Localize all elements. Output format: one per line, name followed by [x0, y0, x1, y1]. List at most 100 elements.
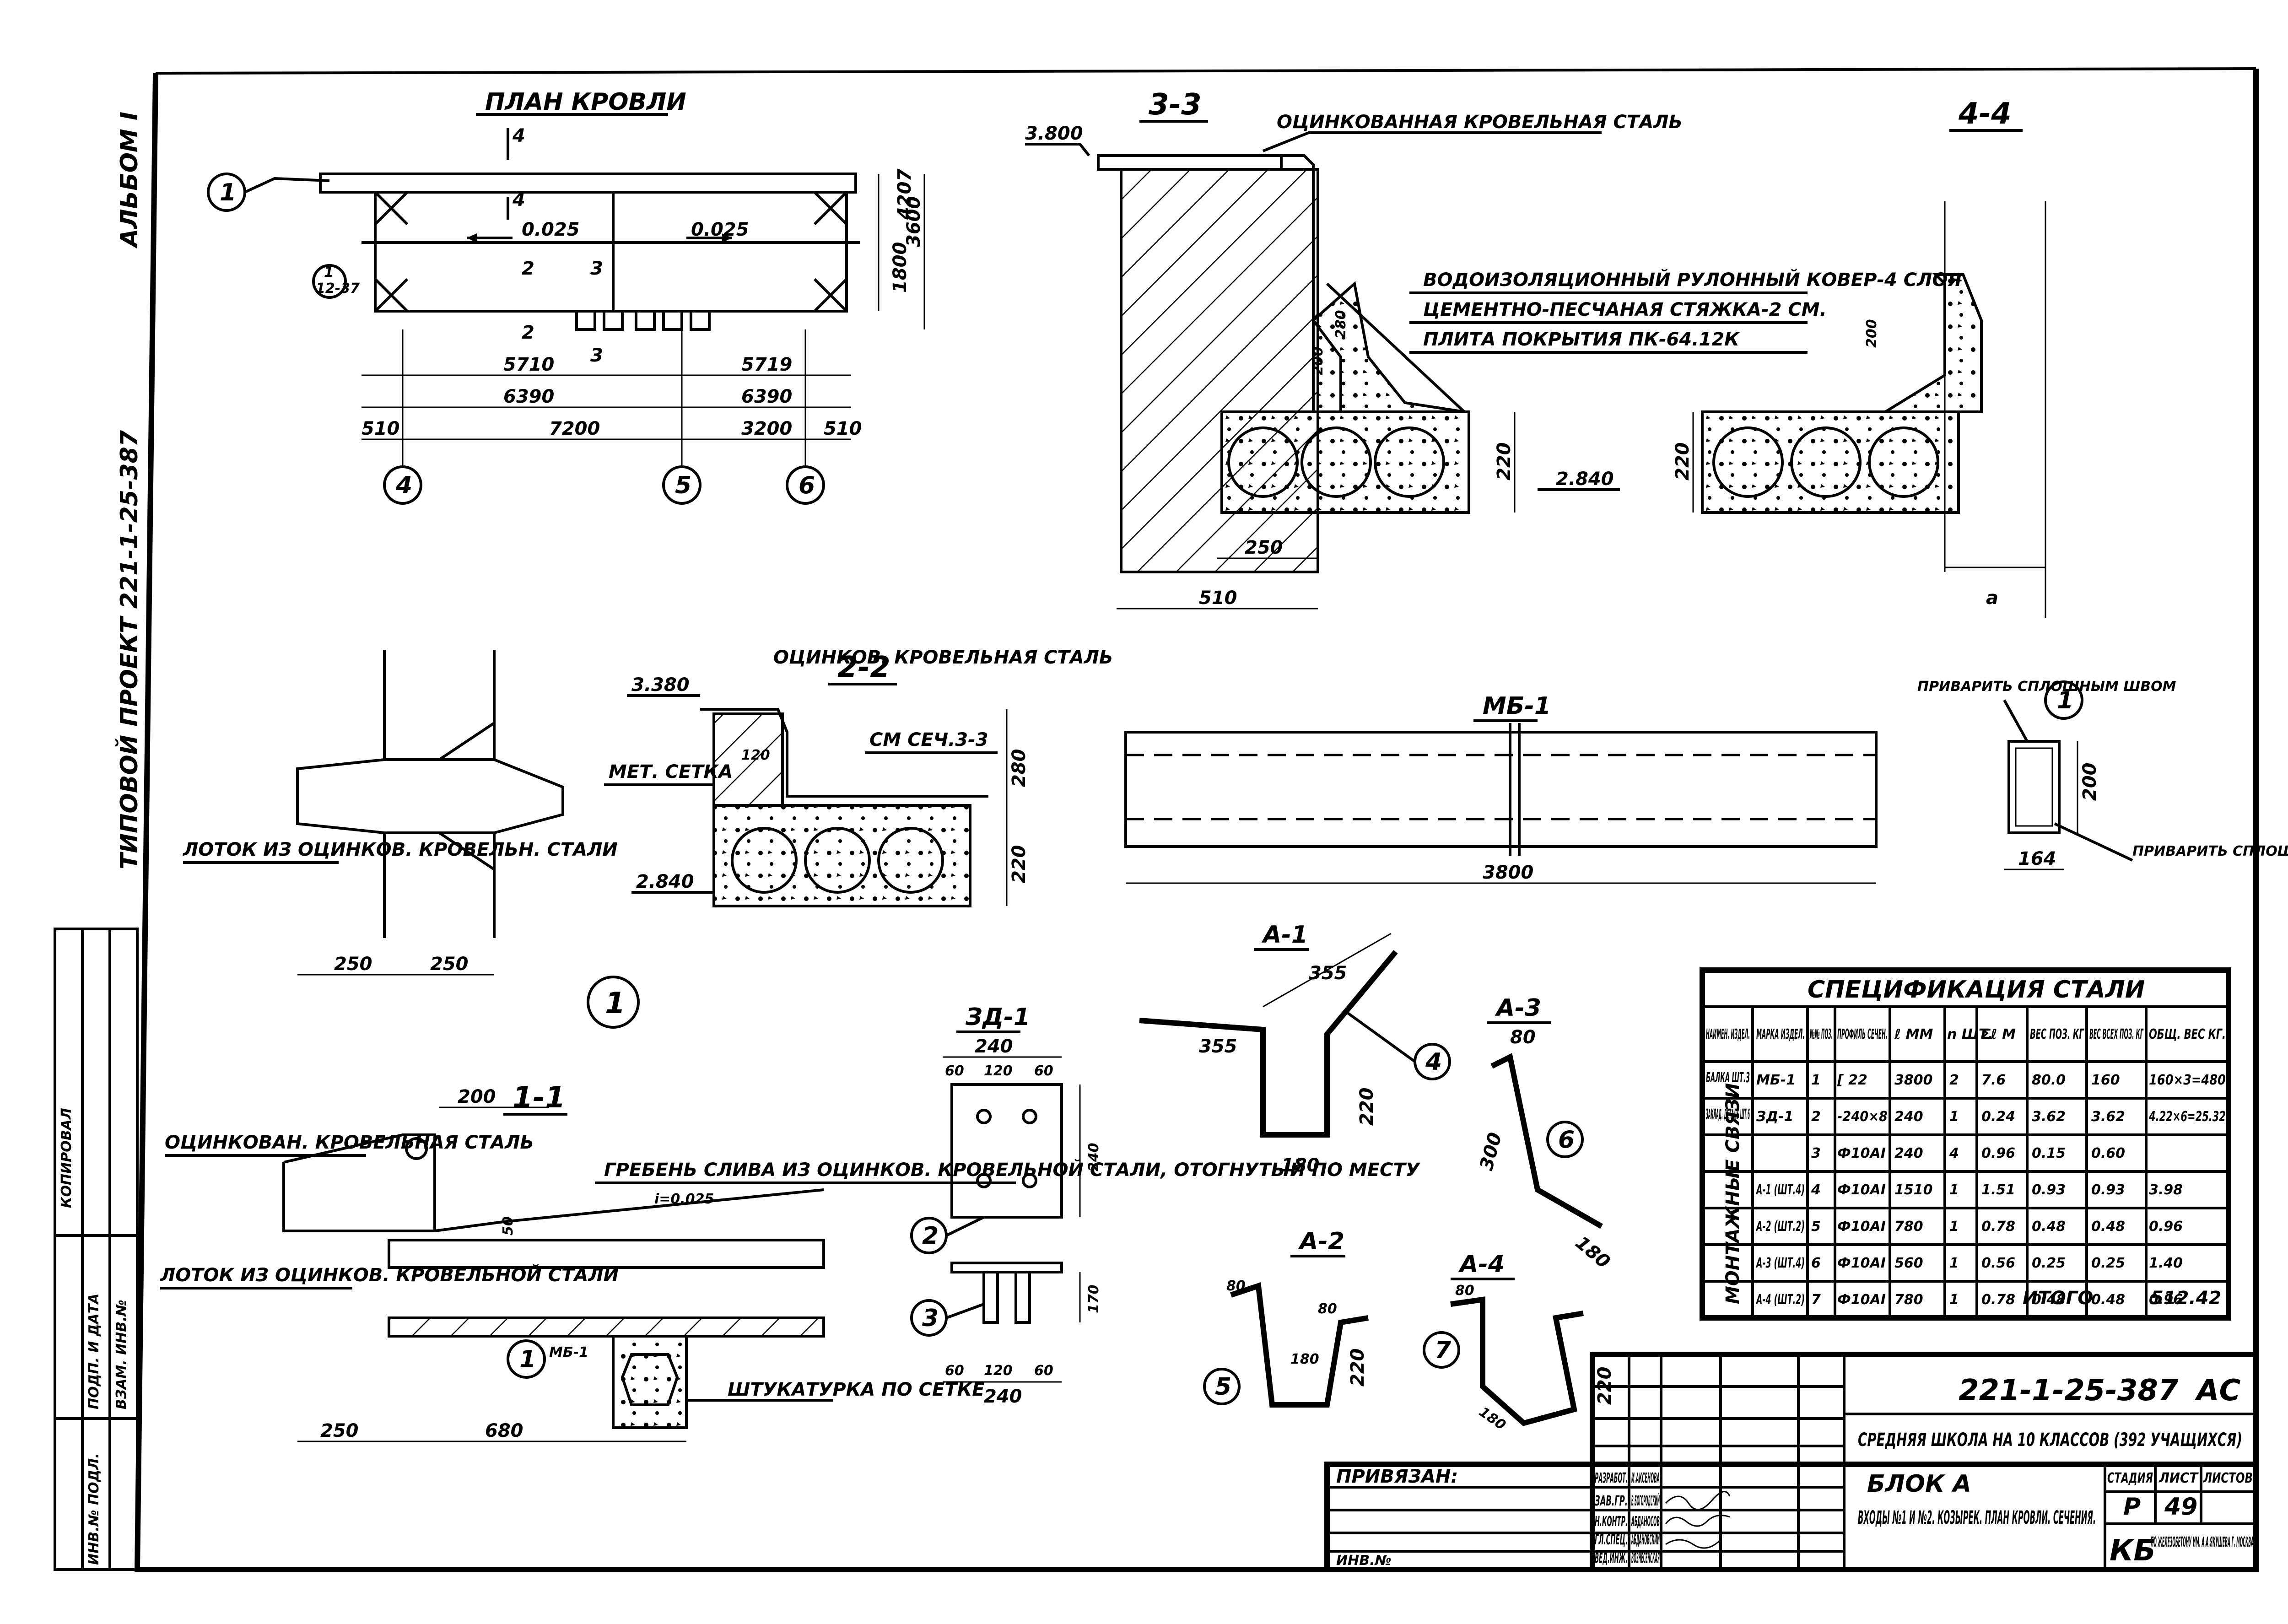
spec-cell-r4-c2: 5	[1811, 1219, 1821, 1235]
note-gutter-1-1: ЛОТОК ИЗ ОЦИНКОВ. КРОВЕЛЬНОЙ СТАЛИ	[160, 1264, 619, 1286]
a2-title: А-2	[1298, 1228, 1344, 1255]
tb-sheets-h: ЛИСТОВ	[2203, 1470, 2253, 1486]
spec-cell-r3-c6: 1.51	[1981, 1182, 2015, 1198]
dim-3600: 3600	[903, 196, 924, 247]
see-section-3-3: СМ СЕЧ.3-3	[869, 729, 988, 750]
spec-h-all-weight: ВЕС ВСЕХ ПОЗ. КГ	[2089, 1026, 2144, 1042]
spec-h-length: ℓ ММ	[1894, 1026, 1933, 1042]
side-copy-label: КОПИРОВАЛ	[59, 1108, 75, 1208]
a2-dim-80a: 80	[1226, 1278, 1246, 1294]
section-1-1-title: 1-1	[513, 1081, 566, 1115]
slope-1-1: i=0.025	[654, 1191, 714, 1207]
dim-680-1-1: 680	[485, 1420, 523, 1441]
tb-role-1: ЗАВ.ГР.	[1594, 1493, 1628, 1509]
spec-cell-r6-c3: Ф10АI	[1837, 1292, 1886, 1308]
gutter-note: ЛОТОК ИЗ ОЦИНКОВ. КРОВЕЛЬН. СТАЛИ	[183, 839, 618, 860]
spec-cell-r5-c3: Ф10АI	[1837, 1255, 1886, 1271]
tb-signature-1	[1665, 1491, 1731, 1511]
axis-bubble-1: 1	[220, 179, 236, 206]
slope-right: 0.025	[691, 219, 749, 240]
a3-title: А-3	[1495, 994, 1541, 1022]
spec-cell-r4-c4: 780	[1894, 1219, 1923, 1235]
spec-group-embed: ЗАКЛАД. ДЕТАЛЬ ШТ.6	[1706, 1106, 1750, 1122]
spec-cell-r4-c6: 0.78	[1981, 1219, 2015, 1235]
dim-280-2-2: 280	[1009, 749, 1030, 788]
spec-cell-r2-c8: 0.60	[2091, 1145, 2125, 1161]
spec-cell-r2-c4: 240	[1894, 1145, 1923, 1161]
dim-120-2-2: 120	[741, 747, 770, 763]
dim-220-3-3: 220	[1494, 442, 1515, 481]
section-1-1-view: 1-1 200 ОЦИНКОВАН. КРОВЕЛЬНАЯ СТАЛЬ ГРЕБ…	[160, 1081, 1421, 1442]
a3-dim-80: 80	[1510, 1027, 1536, 1048]
a3-dim-300: 300	[1476, 1130, 1506, 1173]
cut-marker-4a: 4	[512, 125, 525, 146]
spec-cell-r2-c2: 3	[1811, 1145, 1821, 1161]
spec-cell-r2-c3: Ф10АI	[1837, 1145, 1886, 1161]
node-ref-sheet: 12-37	[316, 281, 360, 297]
tb-name-3: АБДАНОВСКИЙ	[1631, 1532, 1660, 1548]
dim-200-4-4: 200	[1864, 319, 1880, 348]
zd1-dim-60a: 60	[945, 1063, 964, 1079]
roof-plan-view: ПЛАН КРОВЛИ 0.025 0.025 4 4 2 2 3 3	[207, 88, 925, 505]
spec-cell-r3-c5: 1	[1949, 1182, 1959, 1198]
spec-cell-r4-c7: 0.48	[2032, 1219, 2066, 1235]
a2-dim-220: 220	[1347, 1349, 1368, 1387]
a2-pos: 5	[1215, 1373, 1231, 1401]
tb-name-2: АБДАНОСОВ	[1631, 1514, 1660, 1530]
spec-cell-r5-c9: 1.40	[2149, 1255, 2183, 1271]
spec-cell-r2-c7: 0.15	[2032, 1145, 2066, 1161]
beam-ref-1-1: МБ-1	[549, 1344, 588, 1360]
mesh-label: МЕТ. СЕТКА	[609, 761, 733, 782]
cut-marker-4b: 4	[512, 189, 525, 210]
axis-bubble-5: 5	[675, 472, 691, 499]
tb-role-4: ВЕД.ИНЖ.	[1595, 1550, 1628, 1566]
spec-cell-r4-c8: 0.48	[2091, 1219, 2125, 1235]
tb-inv: ИНВ.№	[1336, 1553, 1392, 1569]
spec-total-value: 512.42	[2151, 1288, 2221, 1309]
beam-sec-dim-200: 200	[2079, 763, 2100, 801]
spec-cell-r3-c1: А-1 (ШТ.4)	[1756, 1182, 1805, 1198]
dim-510-right: 510	[824, 418, 862, 439]
zd1-dim-60d: 60	[1034, 1363, 1053, 1379]
spec-cell-r5-c6: 0.56	[1981, 1255, 2015, 1271]
section-4-4-title: 4-4	[1958, 97, 2012, 131]
beam-sec-dim-164: 164	[2018, 848, 2056, 869]
note-plaster: ШТУКАТУРКА ПО СЕТКЕ	[728, 1379, 985, 1400]
elev-2840-3-3: 2.840	[1556, 469, 1614, 490]
spec-cell-r6-c8: 0.48	[2091, 1292, 2125, 1308]
bar-a4-view: А-4 80 220 180 7	[1423, 1251, 1615, 1433]
spec-h-mark: МАРКА ИЗДЕЛ.	[1756, 1026, 1805, 1042]
dim-6390-right: 6390	[741, 386, 792, 407]
gutter-plan-view: ЛОТОК ИЗ ОЦИНКОВ. КРОВЕЛЬН. СТАЛИ 250 25…	[183, 650, 640, 1029]
dim-250-1-1: 250	[320, 1420, 359, 1441]
side-col-2: ПОДП. И ДАТА	[86, 1294, 102, 1409]
tb-name-1: В.БОГОРОДСКИЙ	[1631, 1493, 1660, 1509]
zd1-dim-120b: 120	[984, 1363, 1013, 1379]
section-2-2-title: 2-2	[837, 651, 890, 685]
spec-cell-r5-c4: 560	[1894, 1255, 1923, 1271]
tb-org: ПО ЖЕЛЕЗОБЕТОНУ ИМ. А.А.ЯКУШЕВА Г. МОСКВ…	[2151, 1534, 2254, 1550]
a4-dim-80: 80	[1455, 1283, 1474, 1299]
spec-cell-r3-c2: 4	[1811, 1182, 1821, 1198]
bar-a3-view: А-3 80 300 180 6	[1476, 994, 1614, 1273]
bar-a1-view: А-1 355 355 220 180 4	[1139, 921, 1451, 1176]
dim-220-2-2: 220	[1009, 845, 1030, 884]
weld-note-bottom: ПРИВАРИТЬ СПЛОШНЫМ ШВОМ	[2132, 843, 2288, 859]
zd1-dim-170: 170	[1086, 1284, 1102, 1313]
spec-h-name: НАИМЕН. ИЗДЕЛ.	[1706, 1026, 1750, 1042]
zd1-dim-60b: 60	[1034, 1063, 1053, 1079]
note-galv-steel-3-3: ОЦИНКОВАННАЯ КРОВЕЛЬНАЯ СТАЛЬ	[1277, 112, 1683, 133]
dim-5719: 5719	[741, 354, 792, 375]
section-4-4-view: 4-4 a 200 220	[1672, 97, 2046, 618]
spec-cell-r2-c5: 4	[1949, 1145, 1959, 1161]
spec-cell-r1-c7: 3.62	[2032, 1109, 2066, 1125]
spec-cell-r2-c6: 0.96	[1981, 1145, 2015, 1161]
spec-cell-r4-c3: Ф10АI	[1837, 1219, 1886, 1235]
spec-cell-r5-c2: 6	[1811, 1255, 1821, 1271]
cut-marker-2b: 2	[522, 322, 534, 343]
tb-name-5: И.АКСЕНОВА	[1631, 1470, 1660, 1486]
zd1-pos-3: 3	[922, 1305, 939, 1332]
spec-cell-r0-c1: МБ-1	[1756, 1072, 1796, 1088]
dim-200-1-1: 200	[458, 1086, 496, 1107]
a3-pos: 6	[1558, 1126, 1575, 1154]
